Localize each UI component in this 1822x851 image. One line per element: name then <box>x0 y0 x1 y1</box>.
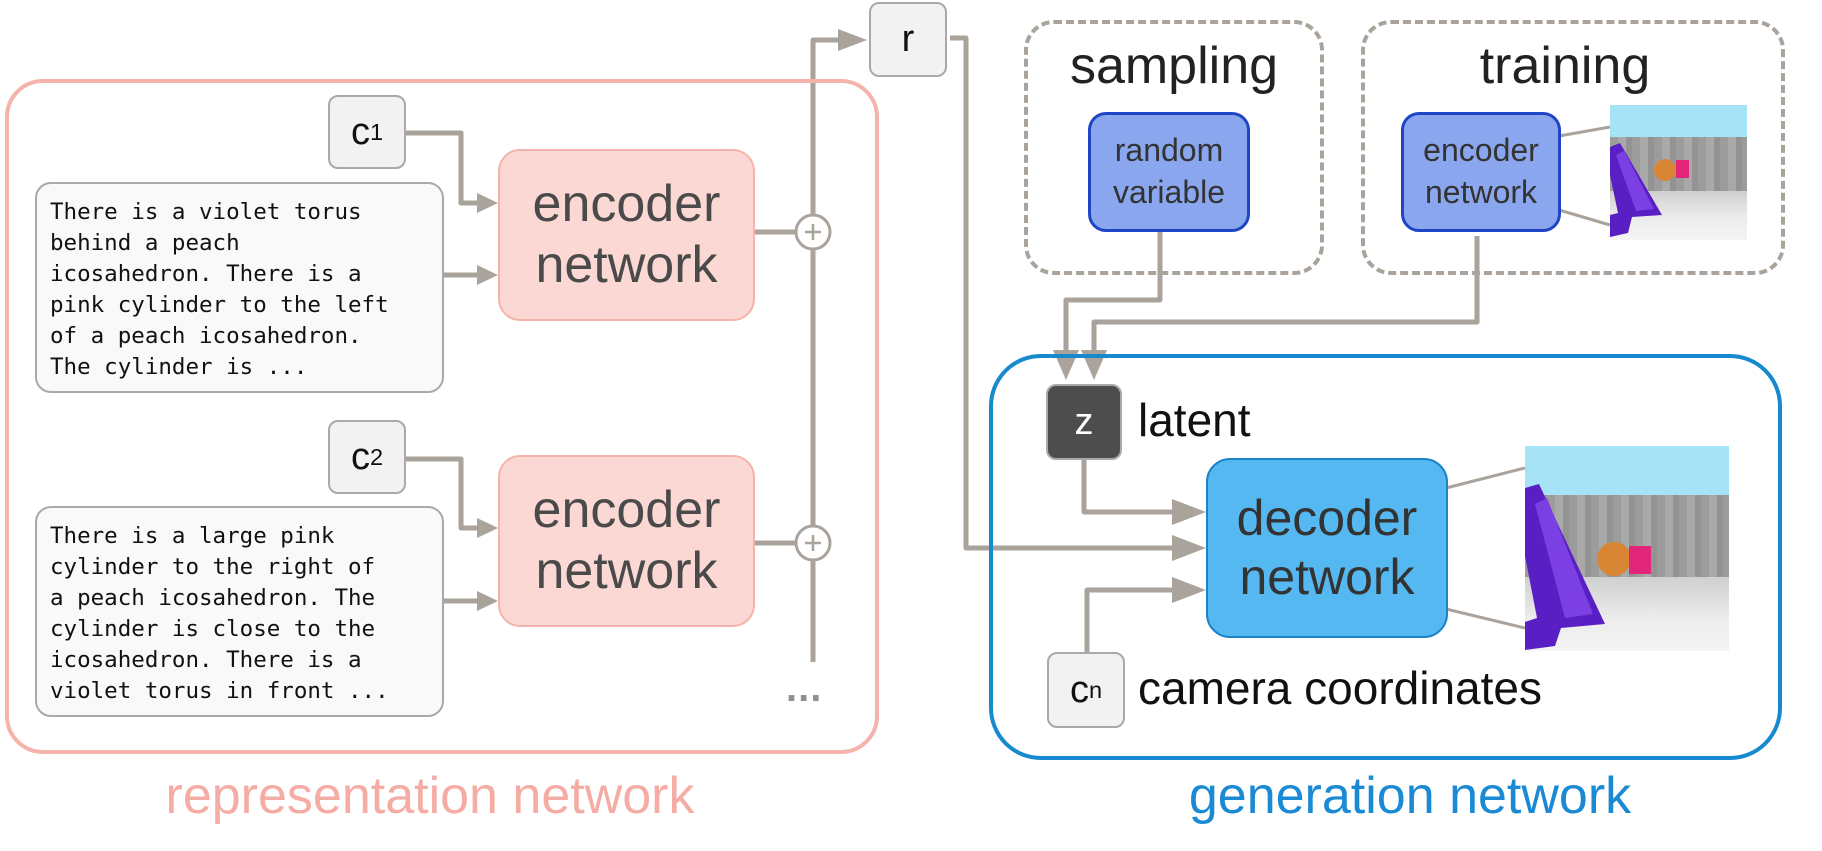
representation-network-frame <box>5 79 879 754</box>
latent-z: z <box>1046 384 1122 460</box>
training-frame <box>1361 20 1785 275</box>
key-base: c <box>1069 668 1089 711</box>
box-line-2: variable <box>1112 174 1226 210</box>
edge-c1-encoder1 <box>406 130 480 206</box>
training-encoder-box: encoder network <box>1401 112 1561 232</box>
sampling-frame <box>1024 20 1324 275</box>
key-subscript: 2 <box>369 443 384 470</box>
encoder-line-1: encoder <box>532 480 721 539</box>
edge-r-decoder <box>950 35 1180 551</box>
edge-z-decoder <box>1081 460 1180 515</box>
sum-node-1 <box>794 213 832 251</box>
context-text-1: There is a violet torus behind a peach i… <box>35 182 444 393</box>
more-contexts-ellipsis: ... <box>786 666 823 710</box>
latent-label: latent <box>1138 394 1251 446</box>
arrowhead <box>1172 577 1206 603</box>
decoder-line-1: decoder <box>1236 490 1418 546</box>
training-title: training <box>1479 37 1651 95</box>
training-target-image <box>1610 105 1747 240</box>
box-line-2: network <box>1424 174 1538 210</box>
representation-r: r <box>869 2 947 77</box>
key-subscript: 1 <box>369 118 384 145</box>
edge-random-z <box>1063 232 1163 352</box>
arrowhead <box>838 29 867 51</box>
image-connector <box>1445 607 1526 630</box>
sum-node-2 <box>794 524 832 562</box>
encoder-line-2: network <box>535 542 718 600</box>
decoder-line-2: network <box>1239 549 1415 605</box>
image-connector <box>1558 208 1611 227</box>
encoder-line-1: encoder <box>532 174 721 233</box>
edge-training-z <box>1091 236 1480 352</box>
random-variable-box: random variable <box>1088 112 1250 232</box>
sampling-title: sampling <box>1069 37 1279 95</box>
arrowhead <box>477 591 498 611</box>
representation-network-label: representation network <box>165 767 695 825</box>
camera-coordinates-label: camera coordinates <box>1138 662 1542 714</box>
key-base: c <box>350 435 370 478</box>
edge-aggregate-to-r <box>810 37 840 662</box>
box-line-1: encoder <box>1423 132 1539 169</box>
encoder-line-2: network <box>535 236 718 294</box>
arrowhead <box>477 518 498 538</box>
key-subscript: n <box>1088 676 1103 703</box>
image-connector <box>1558 125 1611 138</box>
generated-image <box>1525 446 1729 651</box>
key-base: c <box>350 110 370 153</box>
context-text-2: There is a large pink cylinder to the ri… <box>35 506 444 717</box>
arrowhead <box>477 265 498 285</box>
box-line-1: random <box>1114 132 1224 169</box>
edge-c2-encoder2 <box>406 456 480 531</box>
generation-network-frame <box>989 354 1782 760</box>
generation-network-label: generation network <box>1188 767 1632 825</box>
edge-cn-decoder <box>1084 587 1180 652</box>
arrowhead <box>1172 535 1206 561</box>
image-connector <box>1445 466 1526 490</box>
arrowhead <box>1172 499 1206 525</box>
arrowhead <box>477 193 498 213</box>
